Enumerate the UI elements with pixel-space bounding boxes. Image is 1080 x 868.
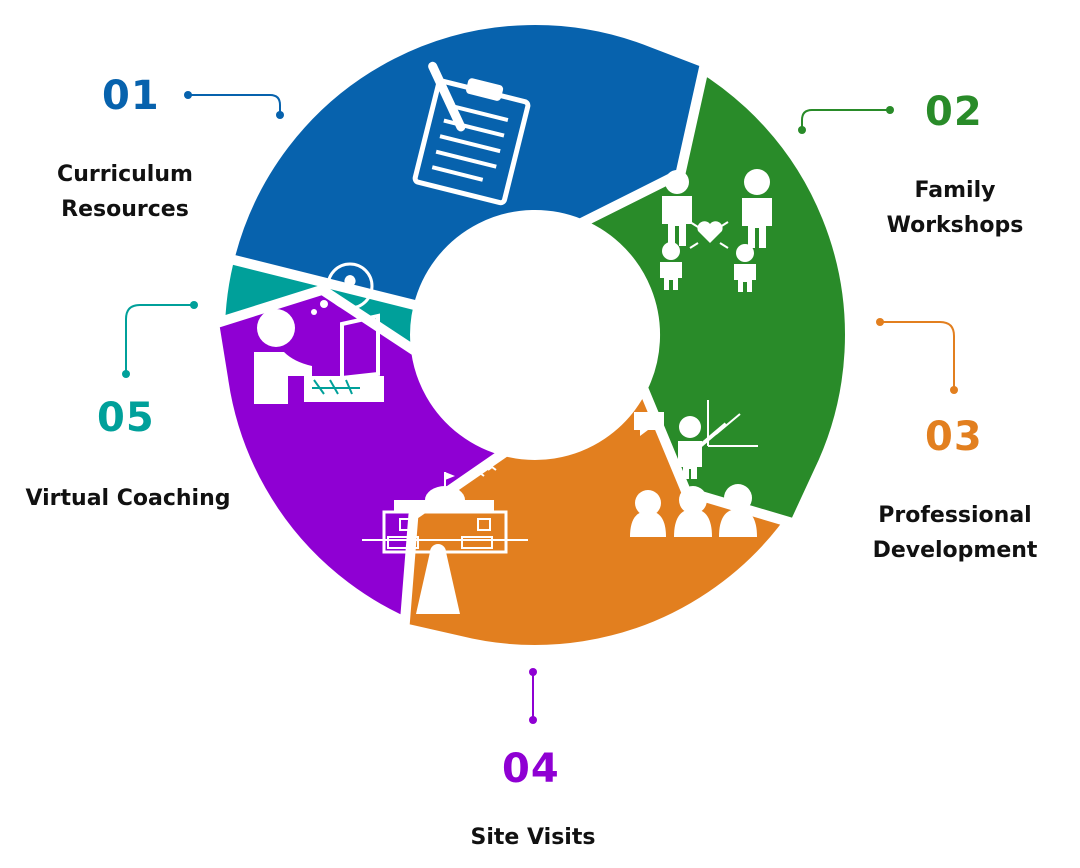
connector-line-01: [188, 94, 281, 115]
connector-dot-01-2: [276, 111, 284, 119]
step-01-label: Curriculum Resources: [44, 157, 206, 227]
step-02-number: 02: [925, 89, 983, 135]
step-02-label-line2: Workshops: [886, 213, 1024, 238]
step-05-label-line1: Virtual Coaching: [25, 486, 231, 511]
connector-dot-04-2: [529, 716, 537, 724]
ring-center-hole: [417, 217, 653, 453]
connector-dot-03-2: [950, 386, 958, 394]
family-heart-icon: [660, 169, 772, 292]
connector-line-03: [880, 321, 955, 390]
step-02-label: Family Workshops: [874, 173, 1036, 243]
step-05-label: Virtual Coaching: [18, 481, 238, 516]
step-03-number: 03: [925, 414, 983, 460]
step-03-label: Professional Development: [862, 498, 1048, 568]
person-laptop-icon: [254, 262, 384, 404]
connector-dot-05-1: [190, 301, 198, 309]
step-01-number: 01: [102, 73, 160, 119]
connector-line-05: [125, 304, 194, 374]
connector-dot-01-1: [184, 91, 192, 99]
connector-dot-02-2: [798, 126, 806, 134]
ring-segment-01: [224, 15, 711, 311]
connector-dot-04-1: [529, 668, 537, 676]
connector-line-02: [801, 109, 890, 130]
step-02-label-line1: Family: [914, 178, 996, 203]
connector-dot-02-1: [886, 106, 894, 114]
clipboard-pencil-icon: [412, 61, 531, 206]
connector-dot-03-1: [876, 318, 884, 326]
step-04-label-line1: Site Visits: [470, 825, 596, 850]
step-03-label-line2: Development: [872, 538, 1038, 563]
step-01-label-line1: Curriculum: [57, 162, 193, 187]
step-03-label-line1: Professional: [878, 503, 1032, 528]
step-04-label: Site Visits: [452, 820, 614, 855]
step-04-number: 04: [502, 746, 560, 792]
teacher-audience-icon: [630, 400, 758, 537]
step-05-number: 05: [97, 395, 155, 441]
school-building-icon: [362, 465, 528, 614]
connector-dot-05-2: [122, 370, 130, 378]
step-01-label-line2: Resources: [61, 197, 189, 222]
